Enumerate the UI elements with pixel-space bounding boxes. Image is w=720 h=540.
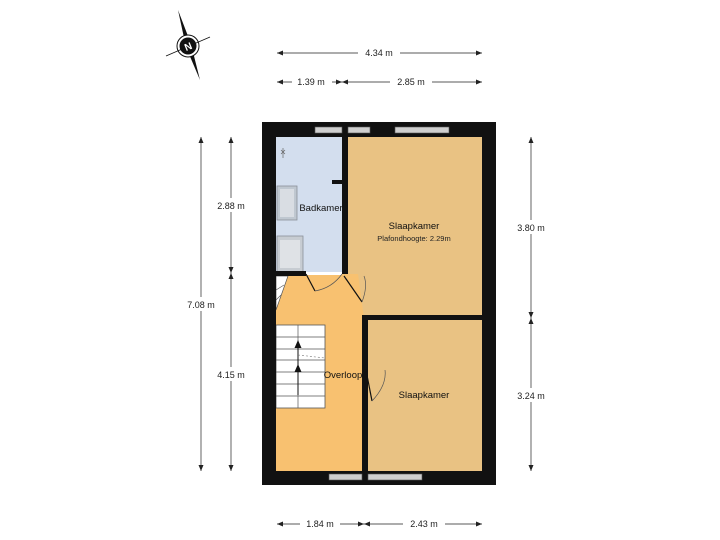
- dimension-right-split: 3.80 m 3.24 m: [512, 137, 550, 471]
- window-bedroom-top-1: [347, 126, 371, 134]
- window-landing: [328, 473, 363, 481]
- door-bedroom-bottom: [364, 364, 373, 402]
- room-bedroom-top: [348, 137, 482, 318]
- window-bedroom-bottom: [367, 473, 423, 481]
- room-label-bathroom: Badkamer: [299, 203, 342, 214]
- doors: [305, 272, 386, 402]
- north-arrow-icon: N: [165, 10, 211, 80]
- dim-left-upper-label: 2.88 m: [217, 201, 245, 211]
- door-bathroom: [305, 273, 316, 292]
- dimension-bottom-split: 1.84 m 2.43 m: [277, 517, 482, 530]
- room-label-bedroom-bottom: Slaapkamer: [399, 390, 450, 401]
- dimension-top-total: 4.34 m: [277, 46, 482, 59]
- window-bedroom-top-2: [394, 126, 450, 134]
- dim-top-right-label: 2.85 m: [397, 77, 425, 87]
- room-bedroom-bottom: [368, 320, 482, 471]
- dim-top-left-label: 1.39 m: [297, 77, 325, 87]
- walls: [262, 122, 496, 485]
- bathroom-fixtures: [276, 148, 304, 273]
- dim-left-lower-label: 4.15 m: [217, 370, 245, 380]
- room-label-bedroom-top: Slaapkamer: [389, 221, 440, 232]
- dim-right-lower-label: 3.24 m: [517, 391, 545, 401]
- dimension-top-split: 1.39 m 2.85 m: [277, 75, 482, 88]
- dimension-left-split: 2.88 m 4.15 m: [213, 137, 249, 471]
- room-label-landing: Overloop: [324, 370, 363, 381]
- dim-bottom-left-label: 1.84 m: [306, 519, 334, 529]
- staircase: [275, 275, 326, 409]
- door-bedroom-top: [343, 275, 363, 303]
- windows: [314, 126, 450, 481]
- window-bathroom: [314, 126, 343, 134]
- room-ceiling-height: Plafondhoogte: 2.29m: [377, 234, 450, 243]
- dim-top-total-label: 4.34 m: [365, 48, 393, 58]
- dimension-left-total: 7.08 m: [184, 137, 220, 471]
- dim-bottom-right-label: 2.43 m: [410, 519, 438, 529]
- dim-right-upper-label: 3.80 m: [517, 223, 545, 233]
- north-label: N: [183, 41, 194, 54]
- dim-left-total-label: 7.08 m: [187, 300, 215, 310]
